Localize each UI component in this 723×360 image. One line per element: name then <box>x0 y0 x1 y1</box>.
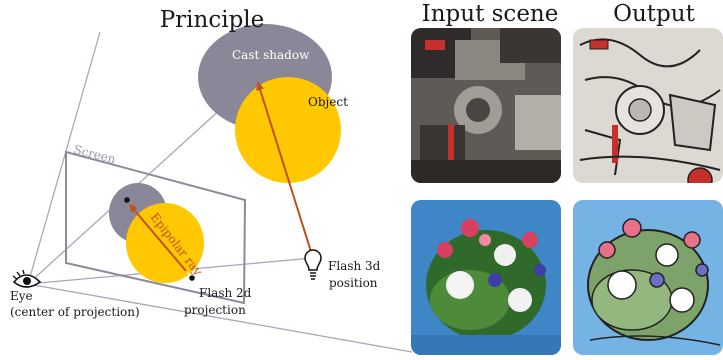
eye-label-line1: Eye <box>10 289 33 303</box>
ray-3d <box>256 81 314 259</box>
output-title: Output <box>613 1 695 27</box>
lightbulb-icon <box>304 249 322 280</box>
eye-label-line2: (center of projection) <box>10 305 140 319</box>
screen-plane <box>65 150 247 305</box>
object-label: Object <box>308 95 348 109</box>
engine-input-photo <box>411 28 561 183</box>
screen-label: Screen <box>72 142 117 166</box>
flash-3d-label-line1: Flash 3d <box>328 259 381 273</box>
input-scene-title: Input scene <box>422 1 559 27</box>
flower-output-image <box>573 200 723 355</box>
flash-2d-label-line2: projection <box>184 303 246 317</box>
cast-shadow-label: Cast shadow <box>232 48 310 62</box>
shadow-point-2d <box>124 197 130 203</box>
epipolar-ray <box>128 203 187 272</box>
flash-3d-label-line2: position <box>329 276 378 290</box>
principle-diagram: Screen Epipolar ray Cast shadow Object F… <box>10 7 413 353</box>
engine-output-image <box>573 28 723 183</box>
flower-input-photo <box>411 200 561 355</box>
object-3d <box>235 77 341 183</box>
eye-icon <box>12 269 42 288</box>
principle-title: Principle <box>160 7 265 33</box>
flash-2d-label-line1: Flash 2d <box>199 286 252 300</box>
flash-2d-point <box>189 275 195 281</box>
projection-line-top <box>27 31 101 285</box>
projection-line-bottom <box>27 283 413 353</box>
